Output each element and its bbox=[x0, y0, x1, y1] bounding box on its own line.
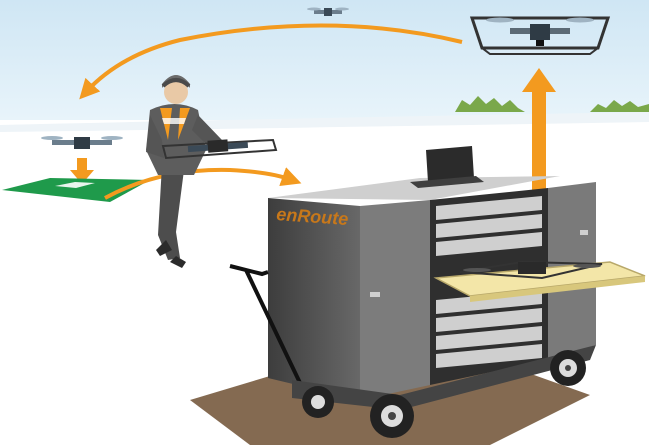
sky-drone-icon bbox=[307, 7, 349, 16]
landing-down-arrow bbox=[70, 158, 94, 184]
wheel-rear-right bbox=[550, 350, 586, 386]
caged-drone-icon bbox=[469, 16, 611, 55]
landing-drone-icon bbox=[41, 136, 123, 149]
treeline bbox=[455, 96, 649, 112]
laptop-icon bbox=[410, 146, 484, 188]
drone-tray bbox=[433, 261, 646, 302]
return-flight-arrow bbox=[79, 23, 463, 100]
transfer-arrow bbox=[104, 167, 302, 200]
landing-pad-marking bbox=[55, 182, 95, 188]
tray-drone-icon bbox=[459, 260, 603, 280]
wheel-front-left bbox=[302, 386, 334, 418]
carried-drone-icon bbox=[161, 138, 278, 160]
cart-chassis bbox=[292, 345, 596, 410]
wheel-front-right bbox=[370, 394, 414, 438]
